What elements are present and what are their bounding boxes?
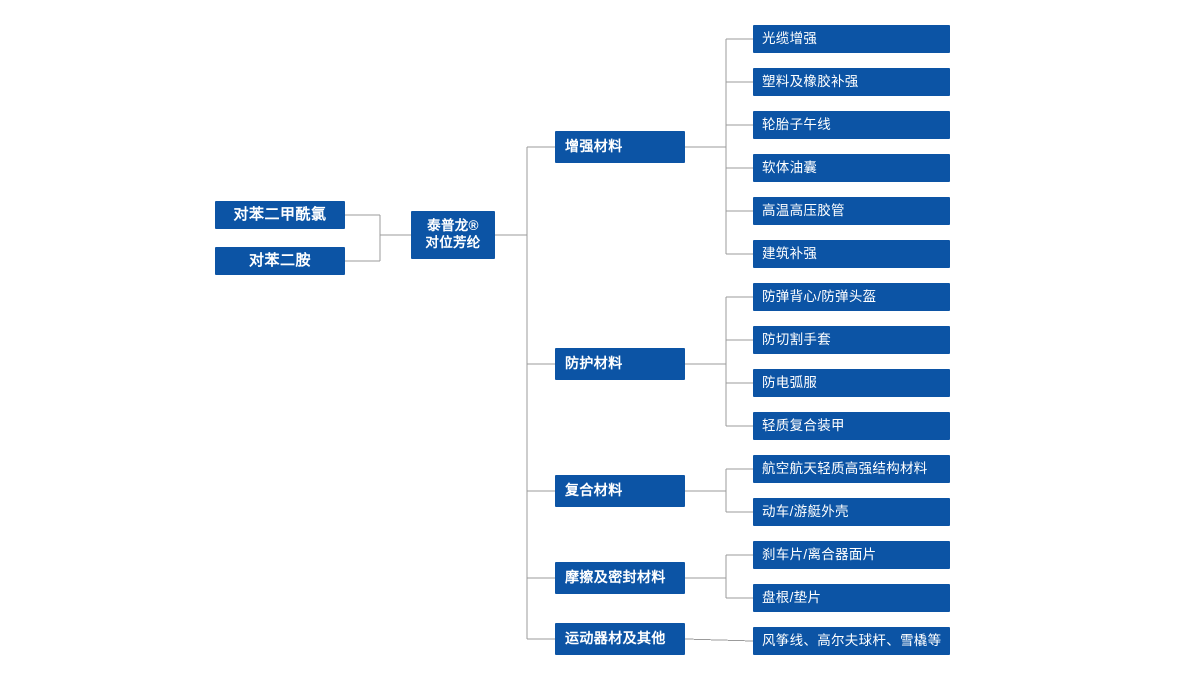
node-leaf-brake-clutch-pad[interactable]: 刹车片/离合器面片 [753,541,950,569]
node-leaf-construction-reinforcement[interactable]: 建筑补强 [753,240,950,268]
node-leaf-train-yacht-shell-label: 动车/游艇外壳 [762,503,849,519]
node-leaf-cut-resistant-gloves[interactable]: 防切割手套 [753,326,950,354]
node-leaf-optical-cable-label: 光缆增强 [762,30,818,46]
node-leaf-flexible-oil-bladder-label: 软体油囊 [762,159,818,175]
node-leaf-bulletproof-vest-helmet-label: 防弹背心/防弹头盔 [762,288,877,304]
node-input-1-label: 对苯二甲酰氯 [233,205,327,223]
node-leaf-lightweight-armor-label: 轻质复合装甲 [762,417,845,433]
node-leaf-aerospace-structure[interactable]: 航空航天轻质高强结构材料 [753,455,950,483]
node-category-composite[interactable]: 复合材料 [555,475,685,507]
node-category-reinforcement[interactable]: 增强材料 [555,131,685,163]
node-leaf-packing-gasket[interactable]: 盘根/垫片 [753,584,950,612]
node-leaf-tire-radial[interactable]: 轮胎子午线 [753,111,950,139]
node-category-composite-label: 复合材料 [565,482,623,499]
node-leaf-arc-flash-suit[interactable]: 防电弧服 [753,369,950,397]
node-leaf-plastic-rubber[interactable]: 塑料及橡胶补强 [753,68,950,96]
connector-group-5-direct [684,638,754,642]
node-leaf-bulletproof-vest-helmet[interactable]: 防弹背心/防弹头盔 [753,283,950,311]
node-leaf-high-pressure-hose[interactable]: 高温高压胶管 [753,197,950,225]
node-category-reinforcement-label: 增强材料 [565,138,623,155]
node-leaf-sports-equipment-label: 风筝线、高尔夫球杆、雪橇等 [762,632,942,648]
node-leaf-train-yacht-shell[interactable]: 动车/游艇外壳 [753,498,950,526]
node-leaf-lightweight-armor[interactable]: 轻质复合装甲 [753,412,950,440]
node-input-2-label: 对苯二胺 [248,251,311,269]
node-root-product-label: 泰普龙® 对位芳纶 [425,218,481,250]
node-leaf-cut-resistant-gloves-label: 防切割手套 [762,331,831,347]
node-category-friction-sealing-label: 摩擦及密封材料 [565,569,666,586]
node-category-sports-other[interactable]: 运动器材及其他 [555,623,685,655]
node-leaf-sports-equipment[interactable]: 风筝线、高尔夫球杆、雪橇等 [753,627,950,655]
node-category-sports-other-label: 运动器材及其他 [565,630,666,647]
node-leaf-tire-radial-label: 轮胎子午线 [762,116,831,132]
node-leaf-high-pressure-hose-label: 高温高压胶管 [762,202,845,218]
node-leaf-plastic-rubber-label: 塑料及橡胶补强 [762,73,859,89]
node-leaf-optical-cable[interactable]: 光缆增强 [753,25,950,53]
node-category-friction-sealing[interactable]: 摩擦及密封材料 [555,562,685,594]
node-leaf-aerospace-structure-label: 航空航天轻质高强结构材料 [762,460,928,476]
node-category-protective-label: 防护材料 [565,355,623,372]
node-root-product[interactable]: 泰普龙® 对位芳纶 [411,211,495,259]
node-input-1[interactable]: 对苯二甲酰氯 [215,201,345,229]
node-leaf-flexible-oil-bladder[interactable]: 软体油囊 [753,154,950,182]
node-category-protective[interactable]: 防护材料 [555,348,685,380]
node-leaf-packing-gasket-label: 盘根/垫片 [762,589,822,605]
node-input-2[interactable]: 对苯二胺 [215,247,345,275]
node-leaf-arc-flash-suit-label: 防电弧服 [762,374,818,390]
node-leaf-brake-clutch-pad-label: 刹车片/离合器面片 [762,546,877,562]
node-leaf-construction-reinforcement-label: 建筑补强 [762,245,818,261]
